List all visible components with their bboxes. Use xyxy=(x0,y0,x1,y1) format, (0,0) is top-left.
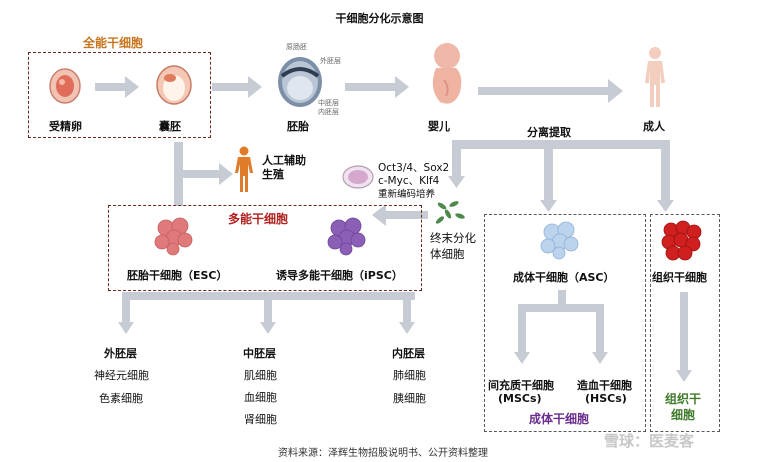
arrow-to-art xyxy=(183,163,233,185)
mesoderm-label: 中胚层 xyxy=(318,99,339,107)
pluripotent-header: 多能干细胞 xyxy=(228,212,289,226)
ipsc-cluster-icon xyxy=(327,217,366,256)
reprogram-culture-label: 重新编码培养 xyxy=(378,189,436,200)
art-label-line2: 生殖 xyxy=(262,168,284,181)
embryo-illustration xyxy=(278,57,322,107)
tissue-stem-box xyxy=(650,214,720,432)
reprogram-factors-line1: Oct3/4、Sox2 xyxy=(378,162,450,174)
endoderm-label: 内胚层 xyxy=(318,108,339,116)
mesoderm-cell-1: 肌细胞 xyxy=(244,369,277,382)
art-label-line1: 人工辅助 xyxy=(262,154,306,167)
fertilized-egg-illustration xyxy=(49,68,81,104)
embryo-label: 胚胎 xyxy=(287,120,309,133)
ectoderm-heading: 外胚层 xyxy=(104,347,137,360)
infant-label: 婴儿 xyxy=(428,120,450,133)
mesoderm-cell-3: 肾细胞 xyxy=(244,413,277,426)
blastocyst-label: 囊胚 xyxy=(159,120,181,133)
arrow-terminal-to-pluripotent xyxy=(372,204,428,226)
ipsc-label: 诱导多能干细胞（iPSC） xyxy=(276,269,403,282)
arrow-egg-to-blastocyst xyxy=(95,76,139,98)
arrow-embryo-to-infant xyxy=(345,76,409,98)
infant-illustration xyxy=(432,43,462,104)
fertilized-egg-label: 受精卵 xyxy=(49,120,82,133)
tissue-stem-label: 组织干细胞 xyxy=(652,271,707,284)
asc-cluster-icon xyxy=(540,221,579,260)
esc-cluster-icon xyxy=(154,217,193,256)
adult-illustration xyxy=(645,47,665,107)
endoderm-cell-2: 胰细胞 xyxy=(393,392,426,405)
ectoderm-cell-2: 色素细胞 xyxy=(99,392,143,405)
arrow-blastocyst-to-embryo xyxy=(212,76,262,98)
terminal-cells-line2: 体细胞 xyxy=(430,247,465,261)
msc-label-line1: 间充质干细胞 xyxy=(488,379,554,392)
adult-stem-box xyxy=(484,214,646,432)
blastocyst-illustration xyxy=(156,65,192,105)
page-title: 干细胞分化示意图 xyxy=(335,12,424,25)
hsc-label-line1: 造血干细胞 xyxy=(577,379,632,392)
hsc-label-line2: (HSCs) xyxy=(585,392,627,405)
separation-label: 分离提取 xyxy=(527,126,571,139)
totipotent-box xyxy=(28,52,211,138)
pluripotent-box xyxy=(108,205,422,291)
petri-dish-icon xyxy=(342,165,374,189)
endoderm-heading: 内胚层 xyxy=(392,347,425,360)
msc-label-line2: (MSCs) xyxy=(498,392,542,405)
mesoderm-cell-2: 血细胞 xyxy=(244,391,277,404)
esc-label: 胚胎干细胞（ESC） xyxy=(127,269,228,282)
terminal-cells-line1: 终末分化 xyxy=(430,231,476,245)
totipotent-header: 全能干细胞 xyxy=(83,36,144,50)
endoderm-cell-1: 肺细胞 xyxy=(393,369,426,382)
tissue-stem-cluster-icon xyxy=(661,220,702,261)
ectoderm-cell-1: 神经元细胞 xyxy=(94,369,149,382)
reprogram-factors-line2: c-Myc、Klf4 xyxy=(378,175,440,187)
arrow-infant-to-adult xyxy=(478,79,623,103)
ectoderm-label: 外胚层 xyxy=(320,57,341,65)
adult-label: 成人 xyxy=(643,120,665,133)
tissue-footer-line1: 组织干 xyxy=(665,392,702,406)
asc-label: 成体干细胞（ASC） xyxy=(513,271,615,284)
watermark: 雪球：医麦客 xyxy=(604,432,695,450)
mesoderm-heading: 中胚层 xyxy=(243,347,276,360)
tissue-footer-line2: 细胞 xyxy=(671,408,696,422)
art-figure-icon xyxy=(235,146,253,192)
somatic-cells-icon xyxy=(435,201,465,224)
source-note: 资料来源：泽辉生物招股说明书、公开资料整理 xyxy=(278,448,488,459)
primitive-streak-label: 原肠胚 xyxy=(286,43,307,51)
adult-stem-footer: 成体干细胞 xyxy=(529,412,590,426)
